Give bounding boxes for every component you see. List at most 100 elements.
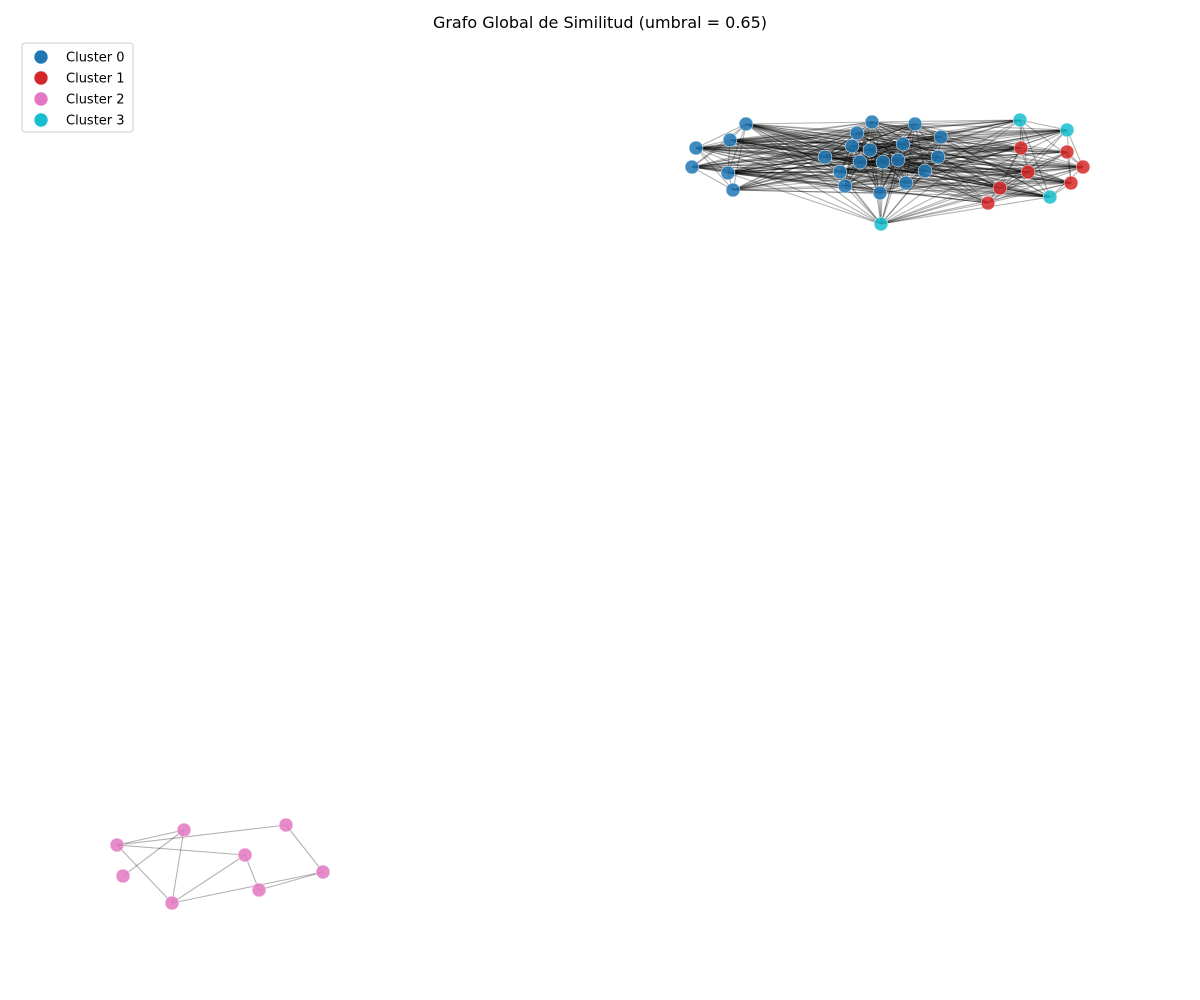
graph-edge	[691, 123, 747, 168]
graph-node-cluster-1	[1020, 164, 1036, 180]
graph-edge	[871, 121, 899, 161]
graph-node-cluster-0	[930, 149, 946, 165]
graph-edge	[914, 123, 1068, 131]
graph-edge	[839, 119, 1021, 173]
graph-node-cluster-3	[1012, 112, 1028, 128]
graph-edge	[727, 132, 858, 174]
graph-edge	[116, 844, 173, 904]
graph-edge	[902, 143, 1029, 173]
graph-edge	[999, 187, 1051, 198]
node-layer	[109, 112, 1091, 911]
graph-edge	[924, 170, 1001, 189]
graph-node-cluster-1	[980, 195, 996, 211]
graph-edge	[824, 156, 926, 172]
graph-edge	[882, 161, 1029, 173]
legend-frame	[21, 42, 134, 133]
graph-edge	[905, 123, 916, 184]
graph-edge	[729, 139, 989, 204]
graph-node-cluster-2	[315, 864, 331, 880]
graph-edge	[839, 171, 907, 184]
graph-edge	[999, 147, 1022, 189]
graph-edge	[1027, 171, 1072, 184]
legend-marker-cluster-0	[33, 49, 49, 65]
graph-edge	[727, 172, 846, 187]
graph-edge	[1027, 151, 1068, 173]
graph-edge	[695, 147, 734, 191]
graph-node-cluster-0	[684, 159, 700, 175]
graph-node-cluster-0	[852, 154, 868, 170]
graph-edge	[116, 829, 185, 846]
graph-edge	[839, 143, 904, 173]
graph-edge	[691, 121, 873, 168]
graph-node-cluster-0	[898, 175, 914, 191]
graph-edge	[729, 139, 939, 158]
graph-edge	[937, 147, 1022, 158]
graph-edge	[902, 143, 989, 204]
graph-edge	[859, 161, 1051, 198]
graph-edge	[844, 156, 939, 187]
graph-edge	[856, 132, 1068, 153]
graph-edge	[880, 151, 1068, 225]
graph-edge	[727, 145, 853, 174]
graph-edge	[727, 171, 841, 174]
graph-edge	[880, 187, 1001, 225]
legend-label-cluster-3: Cluster 3	[66, 114, 125, 129]
graph-edge	[695, 147, 907, 184]
graph-node-cluster-0	[895, 136, 911, 152]
graph-edge	[987, 166, 1084, 204]
graph-node-cluster-0	[864, 114, 880, 130]
graph-edge	[856, 119, 1021, 134]
graph-edge	[745, 123, 861, 163]
graph-edge	[880, 129, 1068, 225]
graph-edge	[880, 171, 1029, 225]
graph-edge	[1019, 119, 1084, 168]
graph-edge	[727, 161, 861, 174]
graph-node-cluster-2	[278, 817, 294, 833]
graph-node-cluster-0	[738, 116, 754, 132]
graph-node-cluster-0	[722, 132, 738, 148]
graph-edge	[882, 129, 1068, 163]
graph-edge	[839, 171, 1072, 184]
graph-edge	[732, 182, 907, 191]
graph-edge	[856, 132, 1072, 184]
graph-edge	[729, 121, 873, 141]
graph-edge	[1027, 129, 1068, 173]
graph-edge	[691, 166, 1051, 198]
graph-edge	[897, 151, 1068, 161]
graph-edge	[1019, 119, 1068, 131]
graph-edge	[851, 129, 1068, 147]
graph-edge	[1019, 119, 1051, 198]
graph-edge	[695, 145, 853, 149]
graph-edge	[691, 166, 846, 187]
graph-edge	[871, 121, 942, 138]
graph-edge	[839, 171, 1051, 198]
graph-edge	[745, 123, 881, 194]
graph-edge	[727, 123, 747, 174]
graph-edge	[729, 139, 861, 163]
graph-edge	[745, 123, 853, 147]
graph-edge	[691, 123, 916, 168]
graph-edge	[116, 824, 287, 846]
graph-edge	[1020, 147, 1084, 168]
graph-edge	[695, 147, 841, 173]
graph-edge	[869, 149, 1084, 168]
graph-edge	[732, 132, 858, 191]
graph-edge	[729, 139, 1022, 149]
graph-node-cluster-1	[1013, 140, 1029, 156]
graph-edge	[729, 139, 841, 173]
graph-edge	[844, 161, 884, 187]
graph-node-cluster-0	[907, 116, 923, 132]
graph-edge	[844, 147, 1022, 187]
graph-edge	[905, 182, 1001, 189]
graph-edge	[691, 145, 853, 168]
legend-label-cluster-0: Cluster 0	[66, 51, 125, 66]
graph-edge	[851, 145, 1072, 184]
graph-node-cluster-3	[1042, 189, 1058, 205]
graph-edge	[871, 121, 1072, 184]
graph-edge	[1027, 166, 1084, 173]
graph-node-cluster-0	[890, 152, 906, 168]
graph-edge	[940, 129, 1068, 138]
graph-edge	[880, 196, 1051, 225]
graph-edge	[824, 121, 873, 158]
